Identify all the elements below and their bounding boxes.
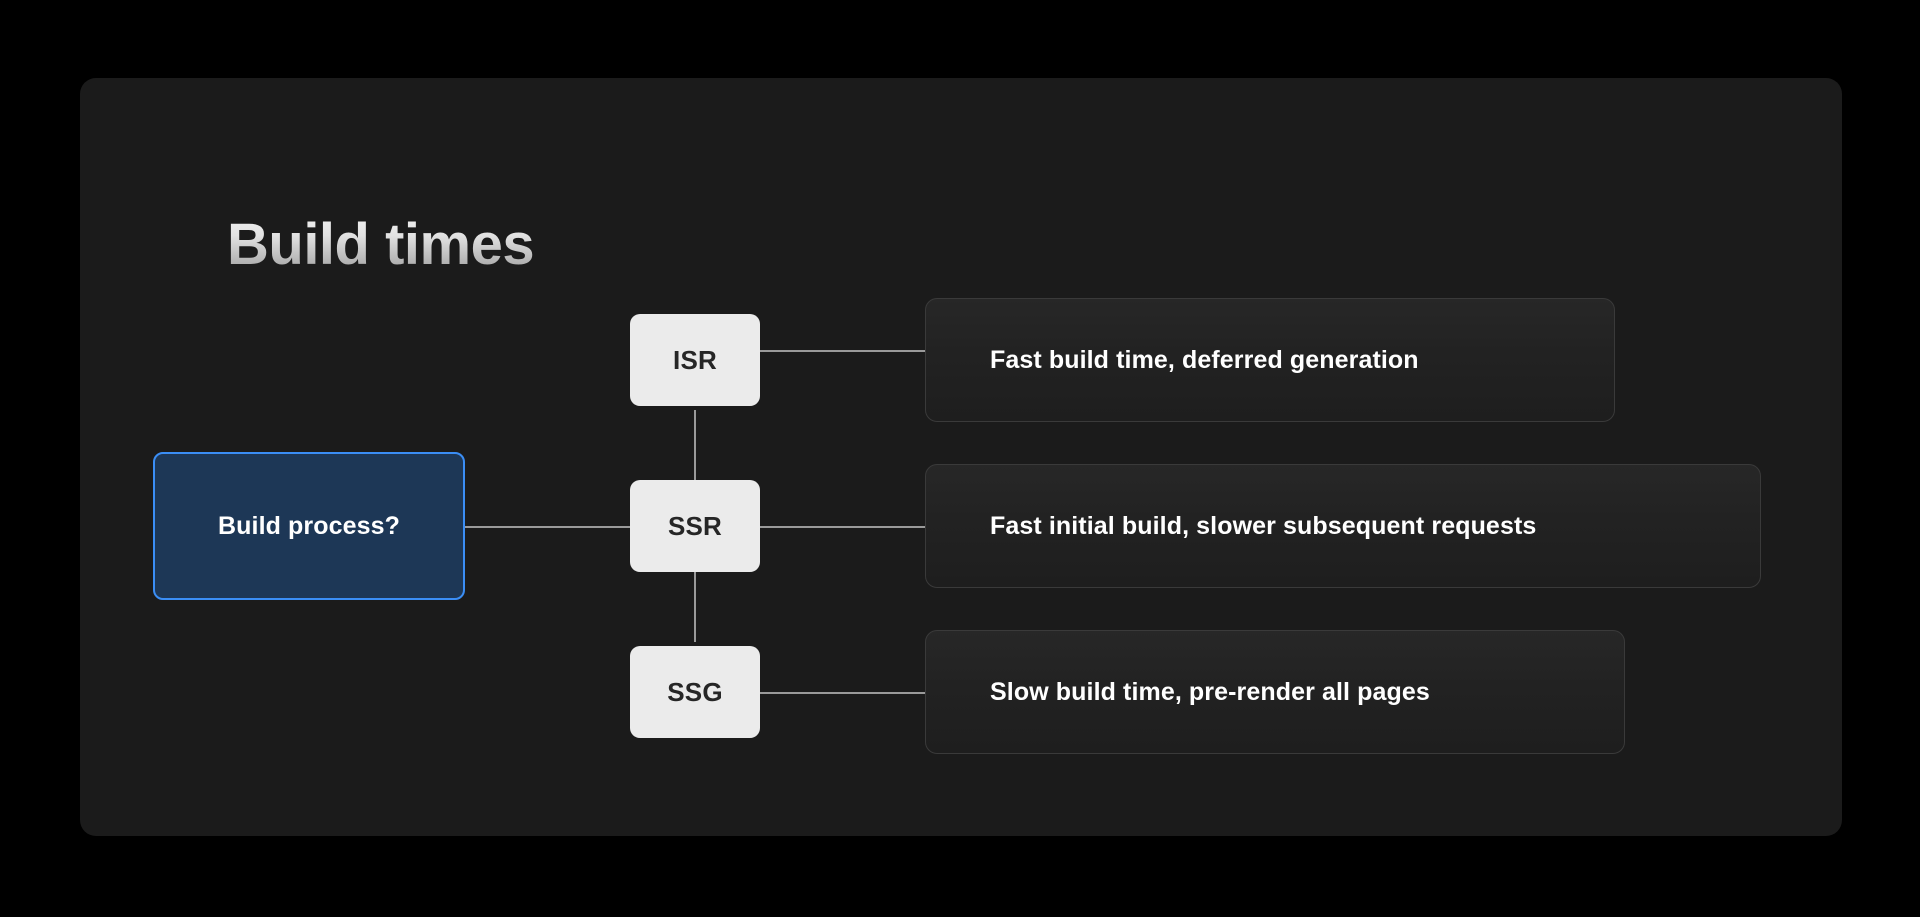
edge-isr-to-outcome	[760, 350, 925, 352]
edge-ssr-to-outcome	[760, 526, 925, 528]
edge-root-to-ssr	[465, 526, 630, 528]
node-isr[interactable]: ISR	[630, 314, 760, 406]
node-ssr[interactable]: SSR	[630, 480, 760, 572]
node-build-process-label: Build process?	[218, 511, 400, 540]
outcome-box-isr-label: Fast build time, deferred generation	[990, 345, 1419, 374]
node-ssg[interactable]: SSG	[630, 646, 760, 738]
outcome-box-ssr-label: Fast initial build, slower subsequent re…	[990, 511, 1537, 540]
outcome-box-ssg[interactable]: Slow build time, pre-render all pages	[925, 630, 1625, 754]
node-build-process[interactable]: Build process?	[153, 452, 465, 600]
node-ssr-label: SSR	[667, 510, 723, 541]
node-isr-label: ISR	[673, 344, 717, 375]
outcome-box-isr[interactable]: Fast build time, deferred generation	[925, 298, 1615, 422]
edge-isr-to-ssr	[694, 410, 696, 526]
page-title: Build times	[227, 212, 535, 277]
edge-ssg-to-outcome	[760, 692, 925, 694]
diagram-panel: Build times Build process? ISR SSR SSG	[80, 78, 1842, 836]
outcome-box-ssr[interactable]: Fast initial build, slower subsequent re…	[925, 464, 1761, 588]
node-ssg-label: SSG	[667, 676, 723, 707]
outcome-box-ssg-label: Slow build time, pre-render all pages	[990, 677, 1430, 706]
edge-ssr-to-ssg	[694, 526, 696, 642]
